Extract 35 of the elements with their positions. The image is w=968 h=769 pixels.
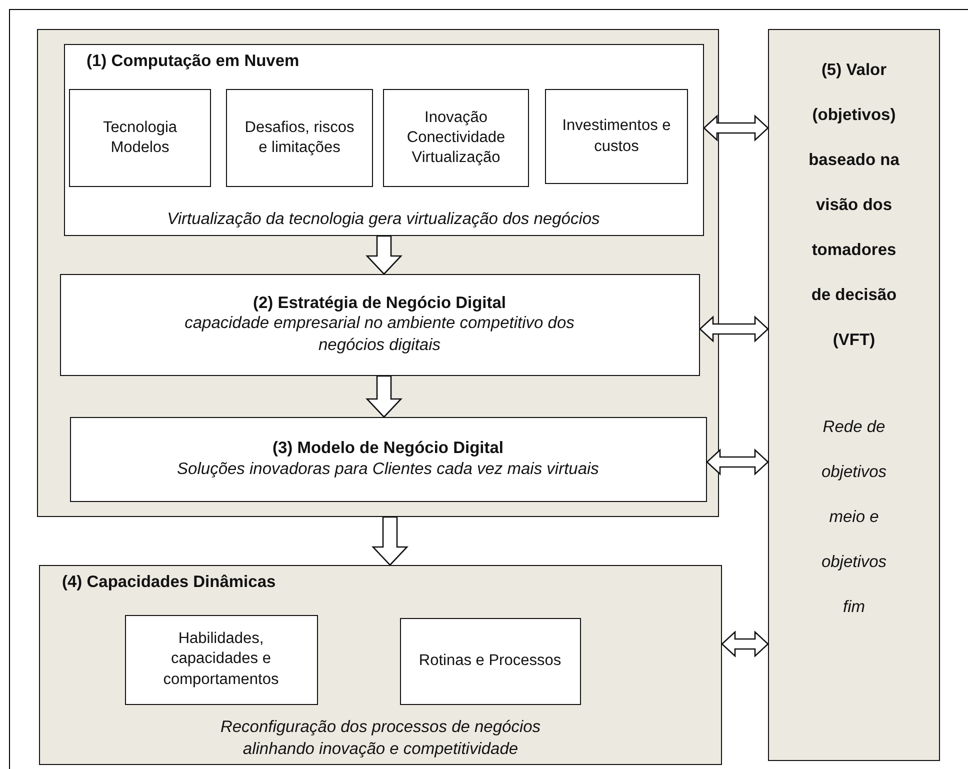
block-arrow bbox=[366, 235, 402, 275]
section-heading: (4) Capacidades Dinâmicas bbox=[61, 572, 276, 593]
concept-box bbox=[69, 89, 211, 187]
box-text: Investimentos e custos bbox=[561, 116, 672, 156]
box-heading: (2) Estratégia de Negócio Digital bbox=[252, 292, 506, 314]
concept-box bbox=[226, 89, 373, 187]
value-note: Rede de objetivos meio e objetivos fim bbox=[820, 417, 888, 618]
box-text: Habilidades, capacidades e comportamentos bbox=[162, 629, 280, 690]
concept-box bbox=[383, 89, 529, 187]
block-arrow bbox=[372, 516, 408, 566]
concept-box bbox=[124, 614, 318, 704]
block-arrow bbox=[366, 375, 402, 418]
box-text: Inovação Conectividade Virtualização bbox=[406, 108, 506, 168]
double-block-arrow bbox=[699, 316, 769, 342]
double-block-arrow bbox=[721, 630, 769, 658]
section-box bbox=[39, 565, 722, 765]
section-caption: Virtualização da tecnologia gera virtualização dos negócios bbox=[167, 209, 600, 230]
box-text: Desafios, riscos e limitações bbox=[244, 118, 356, 158]
section-box bbox=[64, 44, 704, 236]
double-block-arrow bbox=[706, 448, 769, 476]
section-box bbox=[70, 416, 706, 502]
box-heading: (3) Modelo de Negócio Digital bbox=[272, 438, 504, 459]
box-subtitle: capacidade empresarial no ambiente competitivo dos negócios digitais bbox=[184, 313, 576, 356]
box-text: Rotinas e Processos bbox=[418, 650, 562, 671]
box-text: Tecnologia Modelos bbox=[102, 118, 178, 158]
value-heading: (5) Valor (objetivos) baseado na visão dos tomadores de decisão (VFT) bbox=[808, 60, 900, 351]
double-block-arrow bbox=[703, 114, 769, 142]
concept-box bbox=[400, 618, 580, 704]
box-subtitle: Soluções inovadoras para Clientes cada vez mais virtuais bbox=[177, 458, 599, 480]
concept-box bbox=[545, 89, 688, 184]
section-heading: (1) Computação em Nuvem bbox=[86, 50, 300, 72]
section-box bbox=[60, 274, 700, 376]
section-caption: Reconfiguração dos processos de negócios alinhando inovação e competitividade bbox=[219, 717, 542, 760]
section-box bbox=[768, 29, 940, 761]
panel-background bbox=[37, 29, 719, 517]
